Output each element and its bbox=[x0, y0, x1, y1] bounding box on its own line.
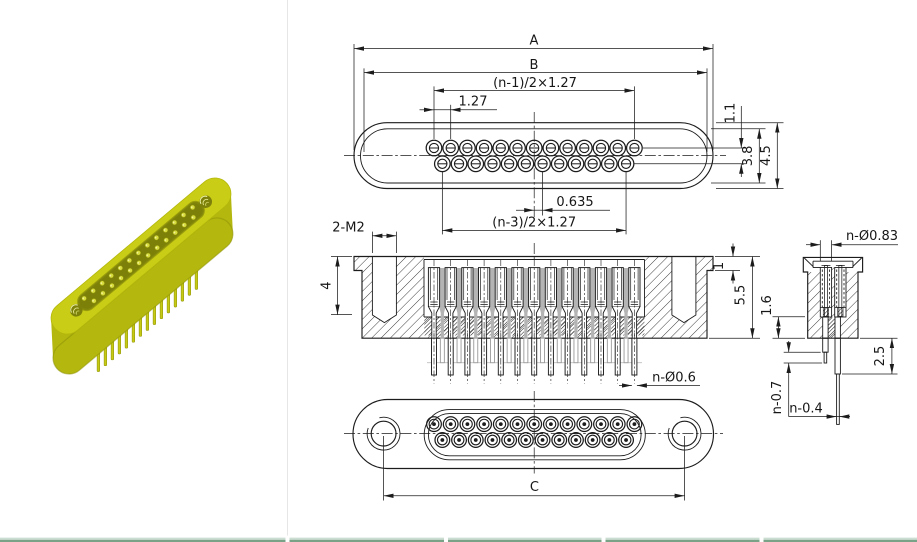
screw-hole-left bbox=[371, 256, 397, 324]
section-tails bbox=[431, 333, 638, 384]
socket-channel bbox=[819, 265, 833, 318]
dim-bottom-row-span: (n-3)/2×1.27 bbox=[441, 172, 627, 235]
dim-mounting-thread: 2-M2 bbox=[332, 221, 397, 253]
thread-arc bbox=[667, 416, 702, 451]
screw-hole bbox=[199, 195, 213, 208]
rear-contacts bbox=[426, 416, 643, 448]
top-view: A B (n-1)/2×1.27 1.27 bbox=[344, 34, 784, 235]
recess-chamfer bbox=[803, 257, 814, 268]
dim-label: (n-3)/2×1.27 bbox=[492, 216, 576, 231]
dim-label: (n-1)/2×1.27 bbox=[493, 76, 577, 91]
dim-label: A bbox=[530, 34, 539, 49]
screw-hole bbox=[69, 304, 83, 317]
recess-chamfer bbox=[852, 257, 862, 268]
dim-label: n-0.7 bbox=[770, 381, 785, 415]
dim-label: C bbox=[530, 480, 539, 495]
dim-flange-lip: 1 bbox=[712, 243, 740, 284]
dim-label: 1.27 bbox=[459, 95, 488, 110]
insert-outline bbox=[423, 409, 646, 461]
dim-label: n-0.4 bbox=[789, 401, 823, 416]
dim-top-row-span: (n-1)/2×1.27 bbox=[433, 76, 635, 139]
dim-pin-tip-length: n-0.7 bbox=[770, 341, 823, 417]
section-sockets bbox=[424, 259, 645, 339]
technical-drawing: A B (n-1)/2×1.27 1.27 bbox=[320, 34, 898, 501]
screw-hole-right bbox=[671, 256, 697, 324]
thread-arc bbox=[366, 416, 401, 451]
dim-label: 3.8 bbox=[741, 146, 756, 167]
dim-overall-width: A bbox=[353, 34, 714, 150]
socket-channel bbox=[834, 265, 847, 318]
side-section-view: n-Ø0.83 1.6 2.5 bbox=[760, 229, 898, 425]
dim-label: B bbox=[530, 58, 539, 73]
dim-label: 0.635 bbox=[556, 195, 593, 210]
dim-label: 2.5 bbox=[873, 346, 888, 367]
dim-label: n-Ø0.6 bbox=[652, 370, 696, 385]
connector-contacts bbox=[81, 204, 197, 304]
section-outline bbox=[353, 255, 714, 339]
dim-shoulder-length: 2.5 bbox=[842, 337, 898, 375]
dim-label: 1.6 bbox=[760, 295, 775, 316]
dim-pitch: 1.27 bbox=[419, 95, 497, 139]
rear-outline bbox=[352, 398, 715, 470]
dim-label: 5.5 bbox=[734, 285, 749, 306]
dim-label: 1.1 bbox=[724, 103, 739, 124]
back-pin-tail bbox=[834, 337, 841, 425]
dim-label: 2-M2 bbox=[332, 221, 364, 236]
connector-body bbox=[44, 170, 238, 342]
dim-mounting-hole-spacing: C bbox=[383, 436, 685, 501]
dim-shell-width: B bbox=[363, 58, 708, 152]
side-outline bbox=[802, 256, 864, 339]
dim-row-offset: 0.635 bbox=[516, 172, 610, 216]
dim-shell-inner-height: 3.8 bbox=[711, 128, 766, 184]
product-render-3d bbox=[44, 170, 241, 382]
insert-inner-outline bbox=[427, 413, 642, 457]
dim-socket-bore: n-Ø0.83 bbox=[806, 229, 898, 261]
dim-tail-tip-diameter: n-0.4 bbox=[788, 401, 850, 419]
dim-thread-depth: 4 bbox=[320, 256, 352, 315]
dim-row-spacing: 1.1 bbox=[634, 103, 747, 177]
dim-pin-tail-diameter: n-Ø0.6 bbox=[619, 370, 700, 388]
dim-label: 4 bbox=[320, 281, 335, 289]
section-view: 2-M2 4 1 5.5 bbox=[320, 221, 760, 388]
dim-base-thickness: 1.6 bbox=[760, 295, 805, 339]
front-pin-tail bbox=[822, 337, 829, 364]
contact-holes bbox=[425, 139, 643, 173]
dim-overall-height: 4.5 bbox=[716, 122, 784, 189]
side-dense-hatch bbox=[828, 317, 835, 338]
dim-body-height: 5.5 bbox=[709, 256, 760, 339]
dim-label: 4.5 bbox=[759, 145, 774, 166]
dim-label: 1 bbox=[712, 262, 727, 270]
rear-view: C bbox=[344, 391, 723, 501]
dim-label: n-Ø0.83 bbox=[846, 229, 898, 244]
